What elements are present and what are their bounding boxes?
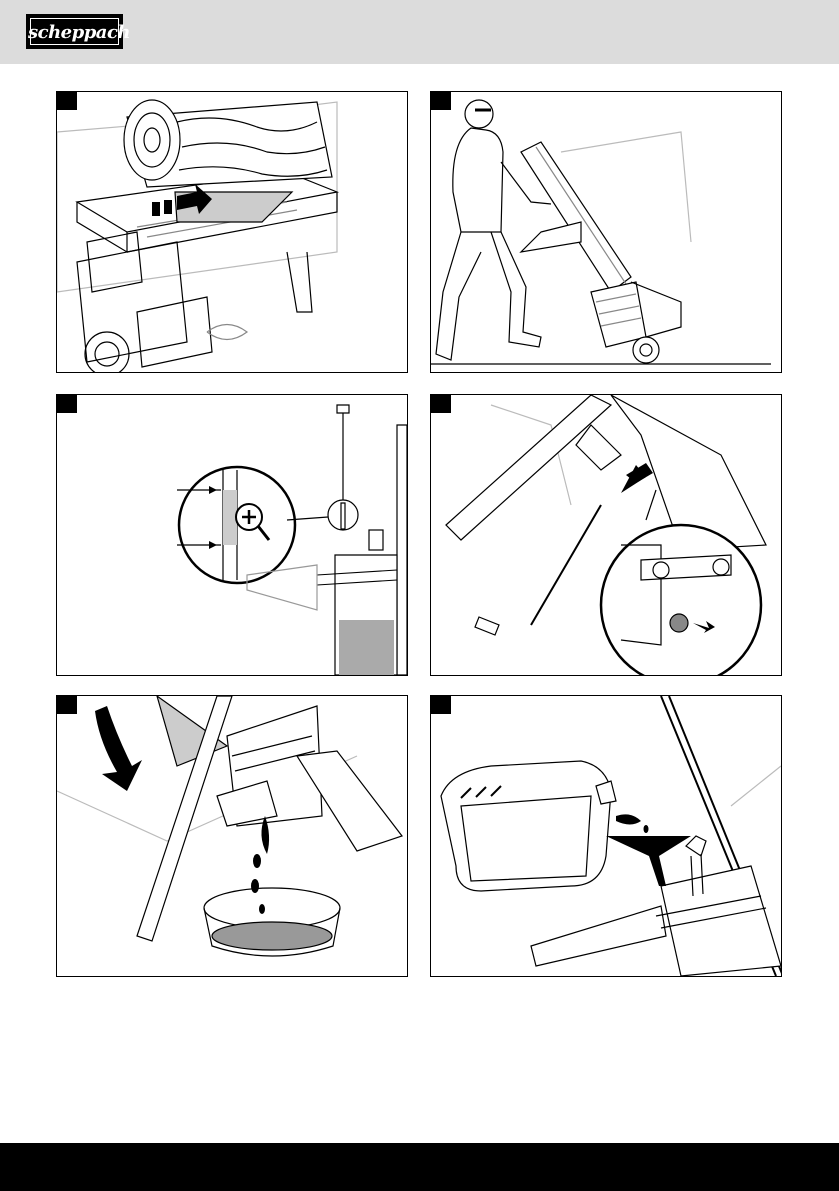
figure-2-transport [430,91,782,373]
dipstick-illustration [57,395,407,675]
figure-number [431,92,451,110]
oil-drain-illustration [57,696,407,976]
oil-refill-illustration [431,696,781,976]
figure-5-oil-drain [56,695,408,977]
figure-1-log-placement [56,91,408,373]
page-header: scheppach [0,0,839,64]
figure-number [57,395,77,413]
figure-3-oil-dipstick [56,394,408,676]
figure-number [431,696,451,714]
brand-logo: scheppach [26,14,123,49]
figure-6-oil-refill [430,695,782,977]
figure-number [57,92,77,110]
figure-number [57,696,77,714]
figure-4-drain-screw [430,394,782,676]
drain-screw-illustration [431,395,781,675]
figure-number [431,395,451,413]
logo-border [30,18,119,45]
log-splitter-illustration [57,92,407,372]
transport-illustration [431,92,781,372]
page-footer-bar [0,1143,839,1191]
